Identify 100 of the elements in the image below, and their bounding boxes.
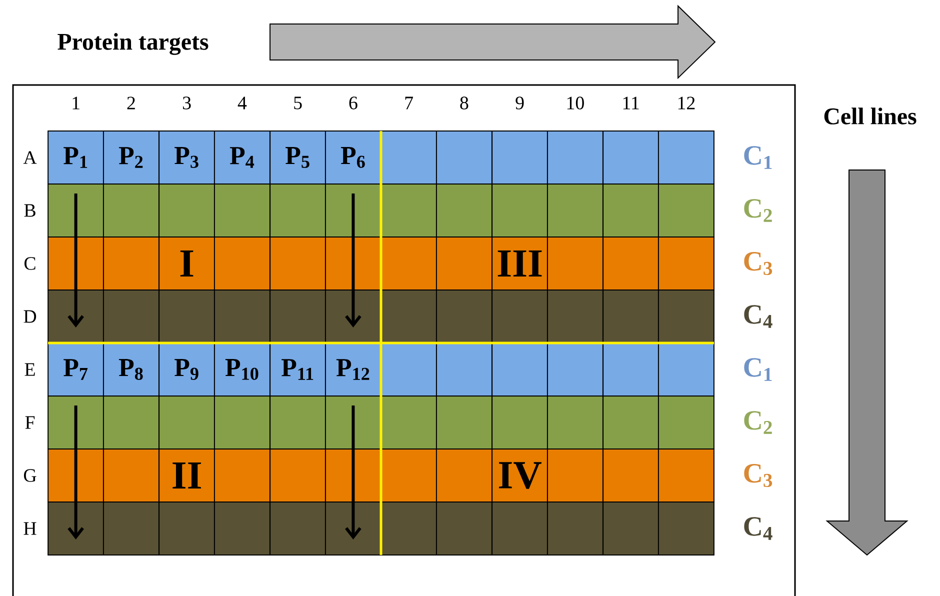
plate-well [546,290,604,344]
plate-well [436,396,492,450]
column-number: 5 [294,96,302,110]
plate-well [658,290,714,344]
plate-well [324,448,382,502]
plate-well [48,396,104,450]
plate-well: P$_{10}$ [214,342,270,396]
plate-well [158,502,216,556]
plate-well [102,502,160,556]
plate-well [324,236,382,290]
plate-well [492,448,548,502]
plate-well [270,448,326,502]
plate-well [436,448,492,502]
plate-well [546,342,604,396]
plate-well [602,290,660,344]
plate-well [546,130,604,184]
plate-well: P$_{5}$ [270,130,326,184]
column-number: 10 [567,96,584,110]
plate-well [436,290,492,344]
plate-well: P$_{1}$ [48,130,104,184]
column-number: 4 [238,96,247,110]
plate-well: P$_{4}$ [214,130,270,184]
quadrant-numeral: III [498,250,542,277]
row-letter: F [25,416,35,429]
plate-well [492,342,548,396]
column-number: 3 [182,96,191,110]
plate-well [270,502,326,556]
plate-well: P$_{6}$ [324,130,382,184]
plate-well [380,130,438,184]
plate-well: P$_{7}$ [48,342,104,396]
plate-well [436,342,492,396]
plate-well [546,396,604,450]
quadrant-numeral: IV [499,462,542,489]
plate-well [380,342,438,396]
plate-well [546,236,604,290]
plate-well [102,184,160,238]
axis-title: Protein targets [58,33,208,55]
plate-well: P$_{8}$ [102,342,160,396]
row-letter: A [23,151,37,164]
plate-well [602,342,660,396]
plate-well [380,396,438,450]
column-number: 2 [127,96,135,110]
plate-well [158,396,216,450]
plate-well [48,290,104,344]
plate-well [546,502,604,556]
row-letter: E [24,363,35,376]
plate-well [48,502,104,556]
plate-well [158,184,216,238]
cell-line-label: C$_{3}$ [744,464,772,488]
plate-well [546,448,604,502]
cell-line-label: C$_{1}$ [744,358,772,381]
plate-well [158,290,216,344]
plate-well [270,396,326,450]
plate-well [214,236,270,290]
plate-well [658,342,714,396]
column-number: 8 [460,96,468,110]
plate-well [102,236,160,290]
column-number: 12 [678,96,695,110]
quadrant-numeral: II [172,462,201,489]
plate-well [214,396,270,450]
column-number: 7 [405,96,413,110]
plate-well [380,502,438,556]
row-letter: B [24,204,36,217]
plate-well [658,448,714,502]
plate-well [380,290,438,344]
plate-well [48,448,104,502]
cell-line-label: C$_{2}$ [744,199,772,222]
plate-well [324,502,382,556]
plate-well [658,396,714,450]
axis-title: Cell lines [824,108,916,124]
row-letter: H [24,522,36,535]
plate-well [658,184,714,238]
plate-well [214,290,270,344]
plate-well [48,184,104,238]
plate-well [602,448,660,502]
plate-well [658,130,714,184]
plate-well [602,502,660,556]
plate-well: P$_{9}$ [158,342,216,396]
plate-well [602,130,660,184]
arrow [345,264,362,328]
arrow [345,476,362,540]
plate-well [436,236,492,290]
plate-well [546,184,604,238]
plate-well: P$_{3}$ [158,130,216,184]
row-letter: D [24,310,36,323]
cell-line-label: C$_{1}$ [744,146,772,169]
plate-well [324,396,382,450]
plate-well [158,448,216,502]
column-number: 6 [349,96,358,110]
plate-well [436,130,492,184]
plate-well [324,290,382,344]
plate-well [158,236,216,290]
cell-line-label: C$_{4}$ [744,517,772,540]
plate-well [602,396,660,450]
column-number: 9 [516,96,524,110]
plate-well [658,502,714,556]
column-number: 11 [623,96,639,110]
plate-well [380,184,438,238]
quadrant-numeral: I [180,250,194,277]
cell-line-label: C$_{4}$ [744,305,772,328]
